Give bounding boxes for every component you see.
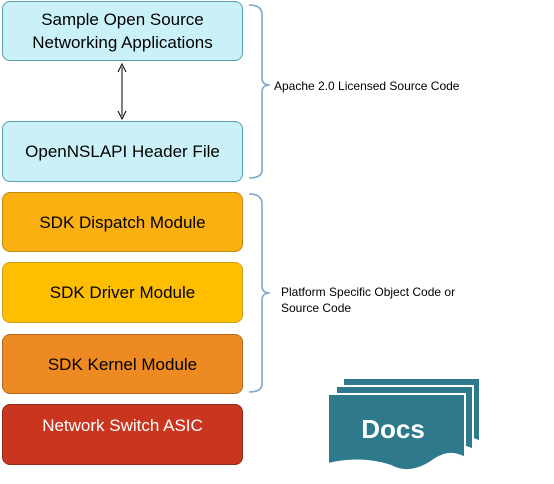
bidirectional-arrow — [117, 62, 127, 121]
sdk-kernel-module-box: SDK Kernel Module — [2, 334, 243, 394]
apache-license-label: Apache 2.0 Licensed Source Code — [274, 79, 460, 93]
apache-brace — [248, 4, 271, 179]
opennsl-api-header-box: OpenNSLAPI Header File — [2, 121, 243, 182]
sample-apps-label: Sample Open Source Networking Applicatio… — [32, 10, 213, 52]
sdk-kernel-module-label: SDK Kernel Module — [47, 354, 198, 374]
opennsl-api-header-label: OpenNSLAPI Header File — [25, 142, 220, 161]
network-switch-asic-label: Network Switch ASIC — [42, 416, 203, 435]
docs-label: Docs — [361, 414, 425, 444]
sdk-dispatch-module-label: SDK Dispatch Module — [39, 212, 206, 232]
sdk-dispatch-module-box: SDK Dispatch Module — [2, 192, 243, 252]
platform-specific-label: Platform Specific Object Code or Source … — [281, 285, 456, 315]
network-switch-asic-box: Network Switch ASIC — [2, 404, 243, 465]
sdk-driver-module-label: SDK Driver Module — [49, 283, 196, 302]
sdk-driver-module-box: SDK Driver Module — [2, 262, 243, 323]
docs-icon: Docs — [327, 377, 481, 472]
platform-brace — [248, 193, 271, 393]
sample-apps-box: Sample Open Source Networking Applicatio… — [2, 1, 243, 61]
